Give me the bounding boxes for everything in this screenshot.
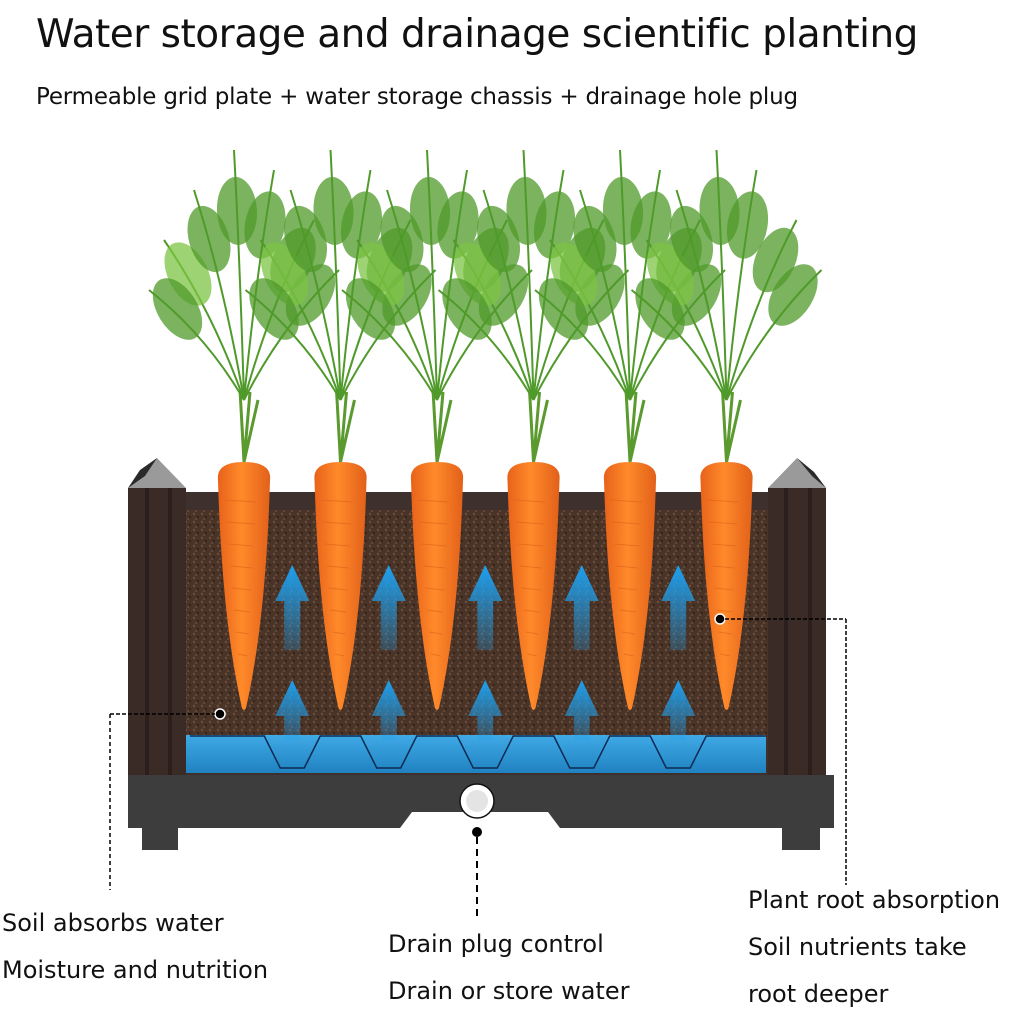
carrot-ridge [334,653,345,657]
callout-right-line1: Plant root absorption [748,886,1001,914]
post-cap-icon [128,458,186,488]
carrot-ridge [515,521,545,525]
carrot-ridge [710,543,737,547]
carrot-ridge [613,543,640,547]
carrot [410,462,464,710]
carrot-ridge [523,609,540,613]
carrot-ridge [714,587,734,591]
carrot-ridge [223,499,257,503]
carrot-ridge [720,653,731,657]
carrot-ridge [611,521,641,525]
carrot-ridge [324,543,351,547]
callout-right-line [714,613,847,885]
carrot-ridge [233,609,251,613]
callout-center-line1: Drain plug control [388,930,604,958]
left-post [128,458,186,778]
carrots-group [217,462,753,710]
callout-center-line [472,827,482,920]
water-up-arrow-icon [564,680,599,740]
carrot-ridge [525,631,539,635]
water-up-arrow-icon [468,680,503,740]
water-storage-chassis [128,775,834,850]
carrot-ridge [621,631,635,635]
callout-right: Plant root absorption Soil nutrients tak… [748,877,1000,1018]
callout-center: Drain plug control Drain or store water [388,921,629,1015]
drain-plug-center [466,790,488,812]
carrot-ridge [326,565,349,569]
water-reservoir [186,735,766,773]
callout-left: Soil absorbs water Moisture and nutritio… [2,900,268,994]
carrot-ridge [426,609,444,613]
carrot-ridge [420,543,447,547]
callout-left-line2: Moisture and nutrition [2,956,269,984]
page-subtitle: Permeable grid plate + water storage cha… [36,84,798,110]
callout-left-line [109,708,226,890]
callout-right-line2: Soil nutrients take [748,933,967,961]
carrot-ridge [619,609,637,613]
water-up-arrow-icon [661,680,696,740]
right-post [768,458,826,778]
callout-right-line3: root deeper [748,980,889,1008]
carrot-ridge [332,631,346,635]
carrot-ridge [430,653,441,657]
carrot [314,462,367,710]
carrot-ridge [428,631,442,635]
carrot-ridge [513,499,546,503]
carrot-ridge [712,565,735,569]
carrot-ridge [623,653,634,657]
carrot-ridge [617,587,638,591]
water-up-arrow-icon [661,565,696,650]
permeable-grid-plate [190,735,766,769]
carrot [603,462,657,710]
carrot-ridge [322,521,352,525]
carrot-foliage-group [148,149,823,463]
carrot-ridge [237,653,248,657]
carrot-ridge [609,499,643,503]
carrot [217,462,271,710]
carrot-ridge [422,565,446,569]
carrot-ridge [706,499,739,503]
carrot-ridge [519,565,542,569]
carrot-ridge [418,521,448,525]
water-up-arrow-icon [371,680,406,740]
water-up-arrow-icon [468,565,503,650]
carrot-ridge [416,499,450,503]
carrot-ridge [716,609,733,613]
carrot-ridge [235,631,249,635]
grid-plate-outline [190,735,766,769]
callout-left-line1: Soil absorbs water [2,909,224,937]
carrot-ridge [320,499,353,503]
water-arrows-group [275,565,696,740]
water-up-arrow-icon [275,565,310,650]
carrot-ridge [615,565,639,569]
callout-center-line2: Drain or store water [388,977,630,1005]
water-up-arrow-icon [275,680,310,740]
page-title: Water storage and drainage scientific pl… [36,12,918,57]
carrot-ridge [708,521,738,525]
carrot-ridge [231,587,252,591]
carrot-ridge [517,543,544,547]
carrot-ridge [718,631,732,635]
carrot-ridge [521,587,541,591]
carrot [700,462,753,710]
carrot-ridge [229,565,253,569]
carrot-leaves [244,149,437,463]
water-up-arrow-icon [564,565,599,650]
carrot-ridge [330,609,347,613]
water-up-arrow-icon [371,565,406,650]
carrot-ridge [225,521,255,525]
carrot-ridge [227,543,254,547]
carrot [507,462,560,710]
carrot-ridge [328,587,348,591]
carrot-leaves [630,149,823,463]
carrot-ridge [424,587,445,591]
carrot-ridge [527,653,538,657]
post-cap-icon [768,458,826,488]
